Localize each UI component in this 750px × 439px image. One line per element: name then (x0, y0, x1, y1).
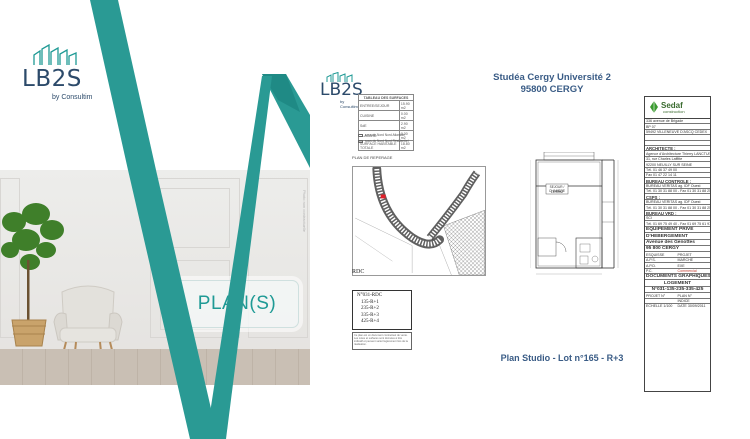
lot-number: 425-R+4 (361, 319, 379, 325)
brand-logo: LB2S by Consultim (22, 44, 92, 106)
lot-number: 235-R+2 (361, 306, 379, 312)
plans-button[interactable]: PLAN(S) (175, 280, 299, 328)
program-line: Avenue des Genottes (645, 240, 710, 246)
title-block-line (645, 141, 710, 146)
contract-note: Ce plan est un document contractuel de v… (352, 332, 412, 350)
title-block-line (645, 135, 710, 141)
title-block-line: Tél. 01 30 31 88 00 - Fax 01 30 31 88 25 (645, 205, 710, 211)
title-block-line: ARCHITECTE : (645, 146, 710, 152)
phase-row: A.P.S. MARCHE (645, 258, 710, 264)
leaf-icon (650, 101, 658, 113)
contractor-logo: Sedaf construction (645, 97, 710, 119)
situation-plan-title: PLAN DE REPERAGE (352, 155, 393, 160)
title-block-line: BUREAU VRD : (645, 211, 710, 217)
contractor-sub: construction (663, 109, 685, 114)
title-block-line: SCI (645, 216, 710, 222)
title-block-line: Tél. 01 69 75 49 40 - Fax 01 69 75 61 97 (645, 221, 710, 227)
brand-byline: by Consultim (52, 94, 93, 101)
floor-plan-sheet: LB2S by Consultim Studéa Cergy Universit… (312, 60, 724, 428)
plan-legend: sous du Nord Nord Atlantide sous du Nord… (358, 133, 418, 147)
title-block-line: 92200 NEUILLY SUR SEINE (645, 162, 710, 168)
site-plan-drawing (352, 166, 486, 276)
title-block-line: Fax 01 47 22 14 11 (645, 173, 710, 179)
title-block-line: BP 07 (645, 124, 710, 130)
title-block-line: Tél. 01 30 31 88 00 - Fax 01 30 31 88 25 (645, 189, 710, 195)
doc-line: LOGEMENT (645, 280, 710, 287)
residence-name: Studéa Cergy Université 2 (493, 72, 611, 83)
program-line: 95 800 CERGY (645, 246, 710, 253)
footer-row: INDICE (645, 299, 710, 304)
lot-number: 335-R+3 (361, 312, 379, 318)
skyline-icon (326, 72, 353, 82)
title-block-line: Tél. 01 46 37 49 00 (645, 168, 710, 173)
room-label: SEJOUR / CHAMBRE (549, 185, 565, 193)
photo-credit: Photo non contractuelle (302, 190, 307, 233)
plan-caption: Plan Studio - Lot n°165 - R+3 (500, 353, 624, 363)
title-block-line: 59492 VILLENEUVE D'ASCQ CEDEX (645, 130, 710, 136)
residence-city: 95800 CERGY (520, 84, 584, 95)
phase-row: ESQUISSE PROJET (645, 252, 710, 258)
phase-row: A.P.D. EXE (645, 263, 710, 269)
program-line: D'HEBERGEMENT (645, 233, 710, 240)
title-block-line: CSPS : (645, 194, 710, 200)
title-block-line: BUREAU VERITAS ag. IDF Ouest (645, 184, 710, 190)
program-line: EQUIPEMENT PRIVE (645, 227, 710, 234)
title-block-line: 336 avenue de Brigade (645, 119, 710, 125)
lot-number: N°031-RDC (357, 293, 383, 298)
title-block: Sedaf construction 336 avenue de Brigade… (644, 96, 711, 392)
sheet-logo: LB2S by Consultim (320, 72, 363, 109)
legend-item: sous du Nord Nord Atlantide (358, 133, 418, 137)
title-block-line: Agence d'Architecture Thierry LANCTUIT (645, 151, 710, 157)
level-label: RDC (352, 269, 365, 275)
brand-name: LB2S (22, 66, 82, 92)
footer-row: PROJET N° PLAN N° (645, 293, 710, 299)
legend-item: sous du Nord Nord Résidentiel (358, 139, 418, 143)
doc-line: DOCUMENTS GRAPHIQUES (645, 274, 710, 281)
title-block-line: BUREAU CONTROLE : (645, 178, 710, 184)
lot-numbers-box: N°031-RDC 135-R+1 235-R+2 335-R+3 425-R+… (352, 290, 412, 330)
plant-icon (1, 203, 64, 347)
sheet-logo-name: LB2S (320, 80, 363, 100)
footer-row: ECHELLE 1/100 DATE 30/09/2011 (646, 304, 706, 309)
contractor-name: Sedaf (661, 101, 683, 110)
sheet-logo-sub: by Consultim (340, 99, 358, 109)
room-area: 15.90m2 (550, 190, 564, 194)
interior-photo (0, 170, 310, 385)
lot-number: 135-R+1 (361, 299, 379, 305)
studio-floor-plan (530, 152, 619, 275)
title-block-line: BUREAU VERITAS ag. IDF Ouest (645, 200, 710, 206)
plans-label: PLAN(S) (197, 293, 277, 314)
skyline-icon (33, 44, 77, 65)
brand-panel: LB2S by Consultim (0, 0, 310, 439)
phase-row: P.C. Commercial (645, 269, 710, 274)
title-block-line: 31, rue Charles Laffitte (645, 157, 710, 163)
doc-line: N°031-135-235-335-425 (645, 287, 710, 294)
